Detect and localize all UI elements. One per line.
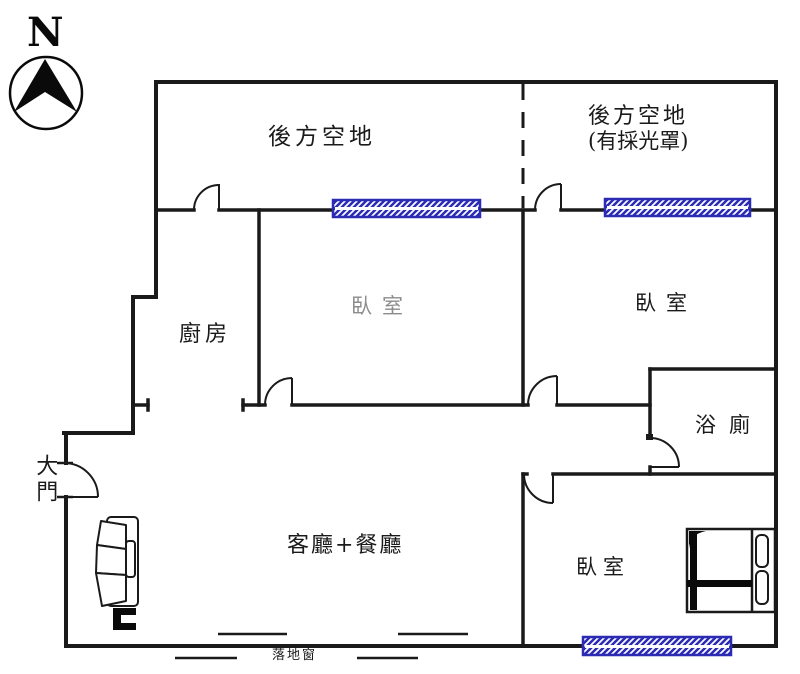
door-bedroom-mid-icon <box>264 377 293 406</box>
sliding-window-marks <box>175 632 468 660</box>
compass-north-label: N <box>27 9 64 56</box>
outer-walls <box>62 80 778 648</box>
tv-icon <box>113 608 136 630</box>
main-entrance-label: 大門 <box>32 454 58 506</box>
hatched-window-icons <box>331 197 752 657</box>
door-kitchen-rear-icon <box>193 184 220 211</box>
door-bedroom-right-icon <box>527 375 558 406</box>
room-label-bedroom-middle: 臥室 <box>351 294 413 318</box>
room-label-rear-space-left: 後方空地 <box>268 124 376 150</box>
window-rear-left-icon <box>331 198 482 219</box>
floor-window-label: 落地窗 <box>272 648 318 663</box>
window-bedroom-bottom-icon <box>581 635 733 657</box>
room-label-living-dining: 客廳+餐廳 <box>287 533 404 558</box>
room-label-bathroom: 浴廁 <box>695 413 763 437</box>
door-rear-right-icon <box>534 183 562 211</box>
double-bed-icon <box>685 527 777 614</box>
door-swing-icons <box>57 183 680 504</box>
door-bathroom-icon <box>646 434 680 468</box>
sofa-icon <box>95 516 139 607</box>
room-label-rear-space-right: 後方空地 (有採光罩) <box>588 104 688 153</box>
room-label-rear-space-right-line1: 後方空地 <box>588 104 689 129</box>
room-label-kitchen: 廚房 <box>179 322 232 347</box>
room-label-rear-space-right-line2: (有採光罩) <box>588 129 689 154</box>
room-label-bedroom-right: 臥室 <box>635 291 697 315</box>
compass-north-icon <box>8 55 84 131</box>
door-main-entrance-icon <box>57 461 99 499</box>
door-bedroom-bottom-icon <box>523 473 554 504</box>
room-label-bedroom-bottom: 臥室 <box>576 555 630 579</box>
window-rear-right-icon <box>603 197 752 218</box>
interior-walls <box>131 208 778 648</box>
